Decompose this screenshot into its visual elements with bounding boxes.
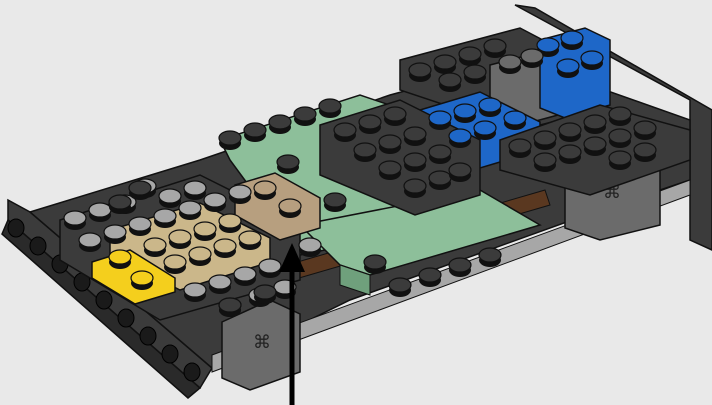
stud xyxy=(557,59,579,78)
stud xyxy=(129,217,151,236)
stud xyxy=(379,135,401,154)
stud xyxy=(464,65,486,84)
stud xyxy=(189,247,211,266)
stud xyxy=(409,63,431,82)
stud xyxy=(561,31,583,50)
rail-hole xyxy=(96,291,112,309)
stud xyxy=(254,285,276,304)
stud xyxy=(277,155,299,174)
stud xyxy=(584,137,606,156)
stud xyxy=(354,143,376,162)
stud xyxy=(449,163,471,182)
stud xyxy=(609,151,631,170)
stud xyxy=(609,107,631,126)
stud xyxy=(209,275,231,294)
stud xyxy=(104,225,126,244)
stud xyxy=(454,104,476,123)
stud xyxy=(219,214,241,233)
rail-hole xyxy=(140,327,156,345)
stud xyxy=(184,181,206,200)
stud xyxy=(239,231,261,250)
stud xyxy=(244,123,266,142)
stud xyxy=(634,121,656,140)
stud xyxy=(559,145,581,164)
stud xyxy=(109,250,131,269)
stud xyxy=(429,145,451,164)
stud xyxy=(449,129,471,148)
stud xyxy=(479,98,501,117)
stud xyxy=(334,123,356,142)
stud xyxy=(254,181,276,200)
stud xyxy=(179,201,201,220)
stud xyxy=(164,255,186,274)
stud xyxy=(379,161,401,180)
stud xyxy=(534,153,556,172)
stud xyxy=(229,185,251,204)
stud xyxy=(324,193,346,212)
stud xyxy=(154,209,176,228)
stud xyxy=(389,278,411,297)
stud xyxy=(109,195,131,214)
stud xyxy=(484,39,506,58)
stud xyxy=(404,127,426,146)
stud xyxy=(64,211,86,230)
stud xyxy=(474,121,496,140)
stud xyxy=(479,248,501,267)
stud xyxy=(404,179,426,198)
stud xyxy=(419,268,441,287)
stud xyxy=(359,115,381,134)
rail-hole xyxy=(8,219,24,237)
stud xyxy=(504,111,526,130)
rail-hole xyxy=(118,309,134,327)
technic-connector-icon: ⌘ xyxy=(253,332,271,353)
stud xyxy=(79,233,101,252)
stud xyxy=(259,259,281,278)
stud xyxy=(204,193,226,212)
stud xyxy=(429,171,451,190)
stud xyxy=(89,203,111,222)
stud xyxy=(131,271,153,290)
stud xyxy=(499,55,521,74)
stud xyxy=(634,143,656,162)
stud xyxy=(159,189,181,208)
stud xyxy=(384,107,406,126)
rail-hole xyxy=(184,363,200,381)
stud xyxy=(219,131,241,150)
stud xyxy=(509,139,531,158)
stud xyxy=(269,115,291,134)
stud xyxy=(194,222,216,241)
stud xyxy=(459,47,481,66)
stud xyxy=(294,107,316,126)
stud xyxy=(581,51,603,70)
stud xyxy=(439,73,461,92)
stud xyxy=(534,131,556,150)
stud xyxy=(144,238,166,257)
stud xyxy=(584,115,606,134)
stud xyxy=(521,49,543,68)
stud xyxy=(184,283,206,302)
rail-hole xyxy=(162,345,178,363)
stud xyxy=(609,129,631,148)
rail-hole xyxy=(30,237,46,255)
stud xyxy=(319,99,341,118)
stud xyxy=(364,255,386,274)
stud xyxy=(234,267,256,286)
stud xyxy=(214,239,236,258)
stud xyxy=(129,181,151,200)
stud xyxy=(169,230,191,249)
stud xyxy=(434,55,456,74)
stud xyxy=(279,199,301,218)
stud xyxy=(559,123,581,142)
stud xyxy=(404,153,426,172)
stud xyxy=(429,111,451,130)
stud xyxy=(449,258,471,277)
stud xyxy=(299,238,321,257)
stud xyxy=(219,298,241,317)
